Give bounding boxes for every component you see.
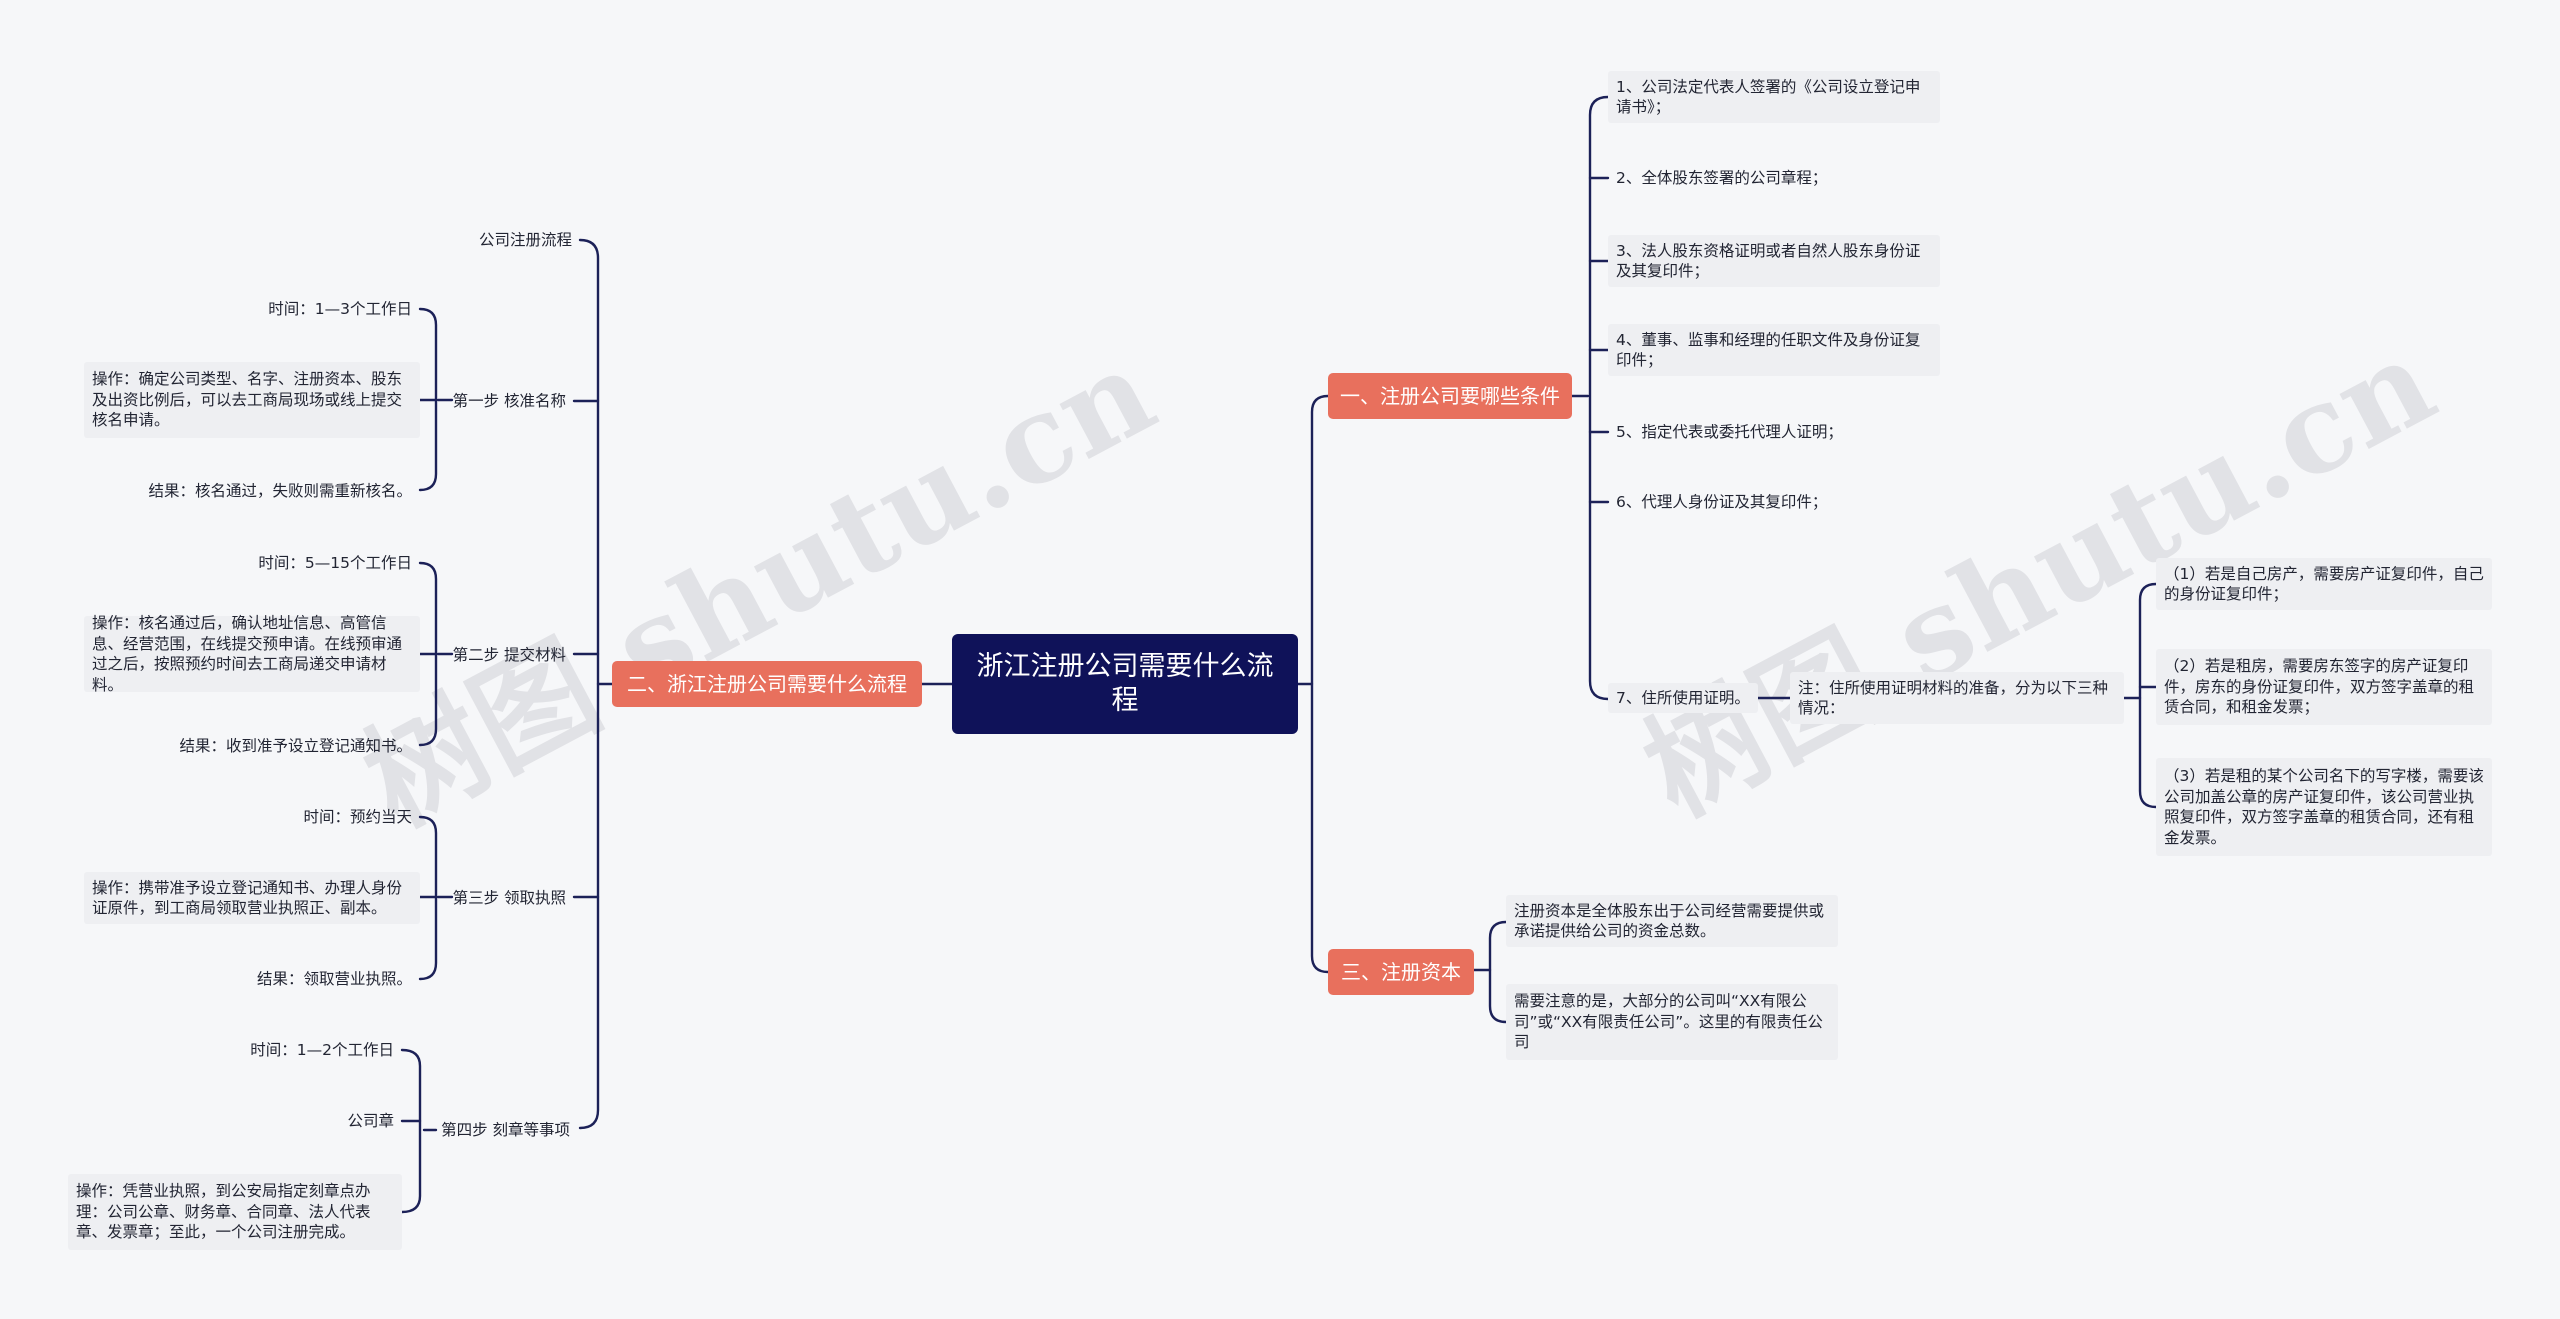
flow-title-label: 公司注册流程 <box>478 230 572 249</box>
step3-time[interactable]: 时间：预约当天 <box>250 802 420 832</box>
capital-item-2-label: 需要注意的是，大部分的公司叫“XX有限公司”或“XX有限责任公司”。这里的有限责… <box>1514 992 1823 1052</box>
residence-note-label: 注：住所使用证明材料的准备，分为以下三种情况： <box>1798 678 2109 718</box>
step2-operation[interactable]: 操作：核名通过后，确认地址信息、高管信息、经营范围，在线提交预申请。在线预审通过… <box>84 614 420 694</box>
root-topic-label: 浙江注册公司需要什么流程 <box>976 651 1274 716</box>
branch-conditions[interactable]: 一、注册公司要哪些条件 <box>1328 373 1572 419</box>
step2-operation-label: 操作：核名通过后，确认地址信息、高管信息、经营范围，在线提交预申请。在线预审通过… <box>92 614 403 694</box>
step2-result[interactable]: 结果：收到准予设立登记通知书。 <box>110 731 420 761</box>
condition-item-1[interactable]: 1、公司法定代表人签署的《公司设立登记申请书》； <box>1608 71 1940 123</box>
residence-note[interactable]: 注：住所使用证明材料的准备，分为以下三种情况： <box>1790 672 2124 724</box>
step2-time[interactable]: 时间：5—15个工作日 <box>230 548 420 578</box>
step3-operation-label: 操作：携带准予设立登记通知书、办理人身份证原件，到工商局领取营业执照正、副本。 <box>92 878 403 918</box>
step1-operation-label: 操作：确定公司类型、名字、注册资本、股东及出资比例后，可以去工商局现场或线上提交… <box>92 370 403 430</box>
step2-time-label: 时间：5—15个工作日 <box>258 553 412 572</box>
step3-node[interactable]: 第三步 领取执照 <box>440 883 574 913</box>
residence-case-2[interactable]: （2）若是租房，需要房东签字的房产证复印件，房东的身份证复印件，双方签字盖章的租… <box>2156 649 2492 725</box>
branch-process-label: 二、浙江注册公司需要什么流程 <box>627 672 907 696</box>
step2-label: 第二步 提交材料 <box>452 645 566 664</box>
step3-time-label: 时间：预约当天 <box>303 807 412 826</box>
step4-label: 第四步 刻章等事项 <box>441 1120 570 1139</box>
step4-seal[interactable]: 公司章 <box>300 1106 402 1136</box>
step3-result-label: 结果：领取营业执照。 <box>256 969 412 988</box>
step3-operation[interactable]: 操作：携带准予设立登记通知书、办理人身份证原件，到工商局领取营业执照正、副本。 <box>84 872 420 924</box>
condition-item-3-label: 3、法人股东资格证明或者自然人股东身份证及其复印件； <box>1616 241 1921 281</box>
condition-item-7[interactable]: 7、住所使用证明。 <box>1608 683 1758 713</box>
condition-item-4-label: 4、董事、监事和经理的任职文件及身份证复印件； <box>1616 330 1921 370</box>
step4-time[interactable]: 时间：1—2个工作日 <box>222 1035 402 1065</box>
step1-label: 第一步 核准名称 <box>452 391 566 410</box>
residence-case-1[interactable]: （1）若是自己房产，需要房产证复印件，自己的身份证复印件； <box>2156 558 2492 610</box>
flow-title-node[interactable]: 公司注册流程 <box>430 225 580 255</box>
capital-item-1-label: 注册资本是全体股东出于公司经营需要提供或承诺提供给公司的资金总数。 <box>1514 901 1825 941</box>
step3-label: 第三步 领取执照 <box>452 888 566 907</box>
step4-operation[interactable]: 操作：凭营业执照，到公安局指定刻章点办理：公司公章、财务章、合同章、法人代表章、… <box>68 1174 402 1250</box>
condition-item-1-label: 1、公司法定代表人签署的《公司设立登记申请书》； <box>1616 77 1921 117</box>
step4-seal-label: 公司章 <box>347 1111 394 1130</box>
step4-time-label: 时间：1—2个工作日 <box>250 1040 394 1059</box>
step1-result-label: 结果：核名通过，失败则需重新核名。 <box>148 481 412 500</box>
step2-result-label: 结果：收到准予设立登记通知书。 <box>179 736 412 755</box>
root-topic[interactable]: 浙江注册公司需要什么流程 <box>952 634 1298 734</box>
condition-item-5-label: 5、指定代表或委托代理人证明； <box>1616 422 1843 441</box>
step1-result[interactable]: 结果：核名通过，失败则需重新核名。 <box>110 476 420 506</box>
residence-case-3-label: （3）若是租的某个公司名下的写字楼，需要该公司加盖公章的房产证复印件，该公司营业… <box>2164 767 2484 847</box>
step1-node[interactable]: 第一步 核准名称 <box>440 386 574 416</box>
condition-item-2[interactable]: 2、全体股东签署的公司章程； <box>1608 163 1848 193</box>
step1-operation[interactable]: 操作：确定公司类型、名字、注册资本、股东及出资比例后，可以去工商局现场或线上提交… <box>84 362 420 438</box>
condition-item-6-label: 6、代理人身份证及其复印件； <box>1616 492 1828 511</box>
step1-time[interactable]: 时间：1—3个工作日 <box>240 294 420 324</box>
branch-capital[interactable]: 三、注册资本 <box>1328 949 1474 995</box>
branch-conditions-label: 一、注册公司要哪些条件 <box>1340 384 1560 408</box>
residence-case-2-label: （2）若是租房，需要房东签字的房产证复印件，房东的身份证复印件，双方签字盖章的租… <box>2164 657 2475 717</box>
branch-capital-label: 三、注册资本 <box>1341 960 1461 984</box>
capital-item-1[interactable]: 注册资本是全体股东出于公司经营需要提供或承诺提供给公司的资金总数。 <box>1506 895 1838 947</box>
step2-node[interactable]: 第二步 提交材料 <box>440 640 574 670</box>
condition-item-6[interactable]: 6、代理人身份证及其复印件； <box>1608 487 1868 517</box>
residence-case-3[interactable]: （3）若是租的某个公司名下的写字楼，需要该公司加盖公章的房产证复印件，该公司营业… <box>2156 758 2492 856</box>
branch-process[interactable]: 二、浙江注册公司需要什么流程 <box>612 661 922 707</box>
step4-operation-label: 操作：凭营业执照，到公安局指定刻章点办理：公司公章、财务章、合同章、法人代表章、… <box>76 1182 371 1242</box>
condition-item-2-label: 2、全体股东签署的公司章程； <box>1616 168 1828 187</box>
condition-item-3[interactable]: 3、法人股东资格证明或者自然人股东身份证及其复印件； <box>1608 235 1940 287</box>
step4-node[interactable]: 第四步 刻章等事项 <box>424 1115 578 1145</box>
residence-case-1-label: （1）若是自己房产，需要房产证复印件，自己的身份证复印件； <box>2164 564 2484 604</box>
step1-time-label: 时间：1—3个工作日 <box>268 299 412 318</box>
condition-item-7-label: 7、住所使用证明。 <box>1616 688 1750 707</box>
capital-item-2[interactable]: 需要注意的是，大部分的公司叫“XX有限公司”或“XX有限责任公司”。这里的有限责… <box>1506 984 1838 1060</box>
step3-result[interactable]: 结果：领取营业执照。 <box>200 964 420 994</box>
condition-item-4[interactable]: 4、董事、监事和经理的任职文件及身份证复印件； <box>1608 324 1940 376</box>
condition-item-5[interactable]: 5、指定代表或委托代理人证明； <box>1608 417 1868 447</box>
